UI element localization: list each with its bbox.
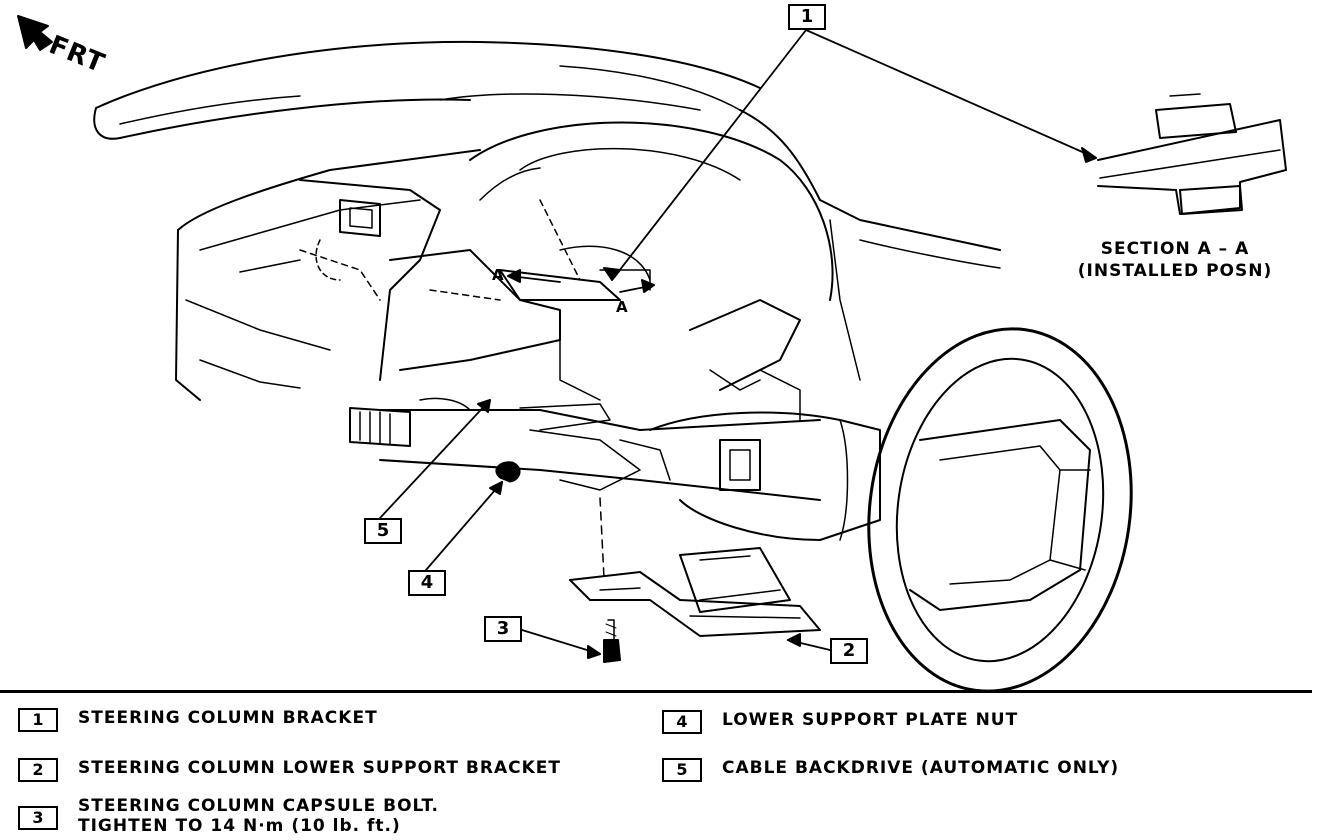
section-marker-right: A (616, 298, 628, 316)
legend-text: STEERING COLUMN LOWER SUPPORT BRACKET (78, 758, 561, 778)
callout-5: 5 (364, 518, 402, 544)
legend-text: STEERING COLUMN BRACKET (78, 708, 378, 728)
legend-line: CABLE BACKDRIVE (AUTOMATIC ONLY) (722, 758, 1120, 778)
callout-2: 2 (830, 638, 868, 664)
legend-divider (0, 690, 1312, 693)
legend-num: 4 (662, 710, 702, 734)
legend-line: TIGHTEN TO 14 N·m (10 lb. ft.) (78, 816, 401, 836)
callout-1: 1 (788, 4, 826, 30)
legend-num: 2 (18, 758, 58, 782)
callout-4: 4 (408, 570, 446, 596)
legend-text: CABLE BACKDRIVE (AUTOMATIC ONLY) (722, 758, 1119, 778)
steering-column-illustration (17, 15, 1287, 690)
section-subtitle: (INSTALLED POSN) (1077, 261, 1273, 281)
legend-item-5: 5 CABLE BACKDRIVE (AUTOMATIC ONLY) (662, 758, 1119, 782)
legend-line: LOWER SUPPORT PLATE NUT (722, 710, 1019, 730)
legend-item-4: 4 LOWER SUPPORT PLATE NUT (662, 710, 1018, 734)
legend-item-3: 3 STEERING COLUMN CAPSULE BOLT. TIGHTEN … (18, 796, 439, 836)
section-title: SECTION A – A (1100, 239, 1250, 259)
legend-item-2: 2 STEERING COLUMN LOWER SUPPORT BRACKET (18, 758, 561, 782)
legend-item-1: 1 STEERING COLUMN BRACKET (18, 708, 378, 732)
legend-text: STEERING COLUMN CAPSULE BOLT. TIGHTEN TO… (78, 796, 439, 836)
legend-text: LOWER SUPPORT PLATE NUT (722, 710, 1018, 730)
legend-line: STEERING COLUMN LOWER SUPPORT BRACKET (78, 758, 561, 778)
legend-num: 5 (662, 758, 702, 782)
legend-line: STEERING COLUMN BRACKET (78, 708, 378, 728)
front-arrow-icon (17, 15, 53, 51)
section-marker-left: A (492, 266, 504, 284)
callout-3: 3 (484, 616, 522, 642)
legend-num: 1 (18, 708, 58, 732)
legend-num: 3 (18, 806, 58, 830)
legend-line: STEERING COLUMN CAPSULE BOLT. (78, 796, 440, 816)
section-a-a-label: SECTION A – A (INSTALLED POSN) (1055, 238, 1295, 282)
